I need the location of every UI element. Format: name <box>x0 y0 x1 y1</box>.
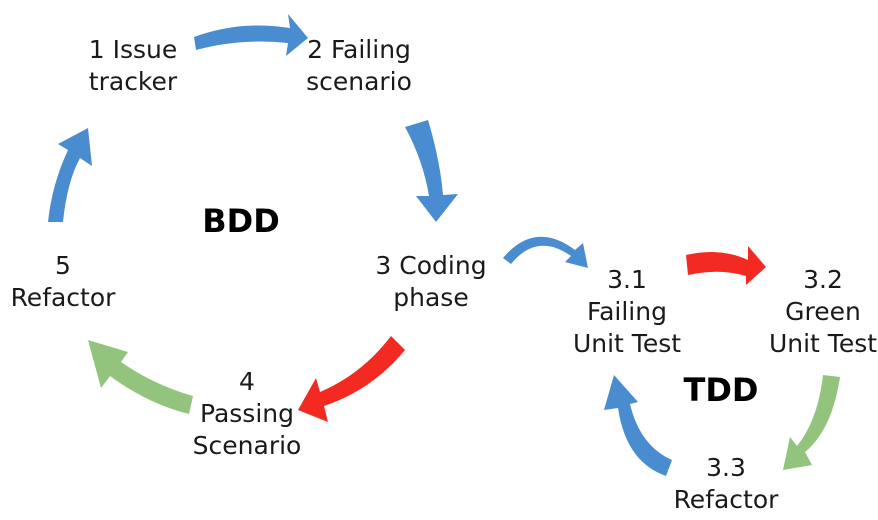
node-coding-phase: 3 Coding phase <box>375 250 486 314</box>
node-line: 5 <box>55 251 71 280</box>
arrow-failing-scenario-to-coding <box>405 120 458 222</box>
arrow-refactor-to-issue-tracker <box>48 128 92 222</box>
tdd-title: TDD <box>683 371 759 409</box>
arrow-tdd-refactor-to-failing-unit-test <box>604 375 672 476</box>
arrow-green-unit-test-to-refactor <box>783 375 840 470</box>
node-line: 3.2 <box>803 265 843 294</box>
node-tdd-refactor: 3.3 Refactor <box>674 452 779 516</box>
node-line: 3 Coding <box>375 251 487 280</box>
arrow-failing-to-green-unit-test <box>686 246 766 285</box>
node-line: 2 Failing <box>307 35 411 64</box>
node-line: Refactor <box>673 485 779 514</box>
bdd-title: BDD <box>202 202 280 240</box>
node-line: 3.3 <box>706 453 746 482</box>
node-line: Scenario <box>192 431 302 460</box>
node-line: Unit Test <box>768 329 878 358</box>
node-line: scenario <box>306 67 412 96</box>
node-failing-unit-test: 3.1 Failing Unit Test <box>573 264 681 360</box>
node-green-unit-test: 3.2 Green Unit Test <box>769 264 877 360</box>
node-issue-tracker: 1 Issue tracker <box>89 34 178 98</box>
arrow-issue-to-failing-scenario <box>194 14 308 56</box>
arrow-coding-to-passing-scenario <box>298 336 405 422</box>
node-refactor: 5 Refactor <box>11 250 116 314</box>
node-failing-scenario: 2 Failing scenario <box>306 34 412 98</box>
node-line: Passing <box>200 399 294 428</box>
node-line: Failing <box>587 297 667 326</box>
node-passing-scenario: 4 Passing Scenario <box>193 366 302 462</box>
node-line: Unit Test <box>572 329 682 358</box>
arrow-passing-scenario-to-refactor <box>88 340 193 414</box>
arrow-coding-to-tdd <box>503 236 588 268</box>
node-line: 1 Issue <box>88 35 178 64</box>
node-line: 4 <box>239 367 255 396</box>
node-line: tracker <box>88 67 178 96</box>
node-line: phase <box>393 283 469 312</box>
node-line: 3.1 <box>607 265 647 294</box>
node-line: Green <box>785 297 861 326</box>
node-line: Refactor <box>10 283 116 312</box>
